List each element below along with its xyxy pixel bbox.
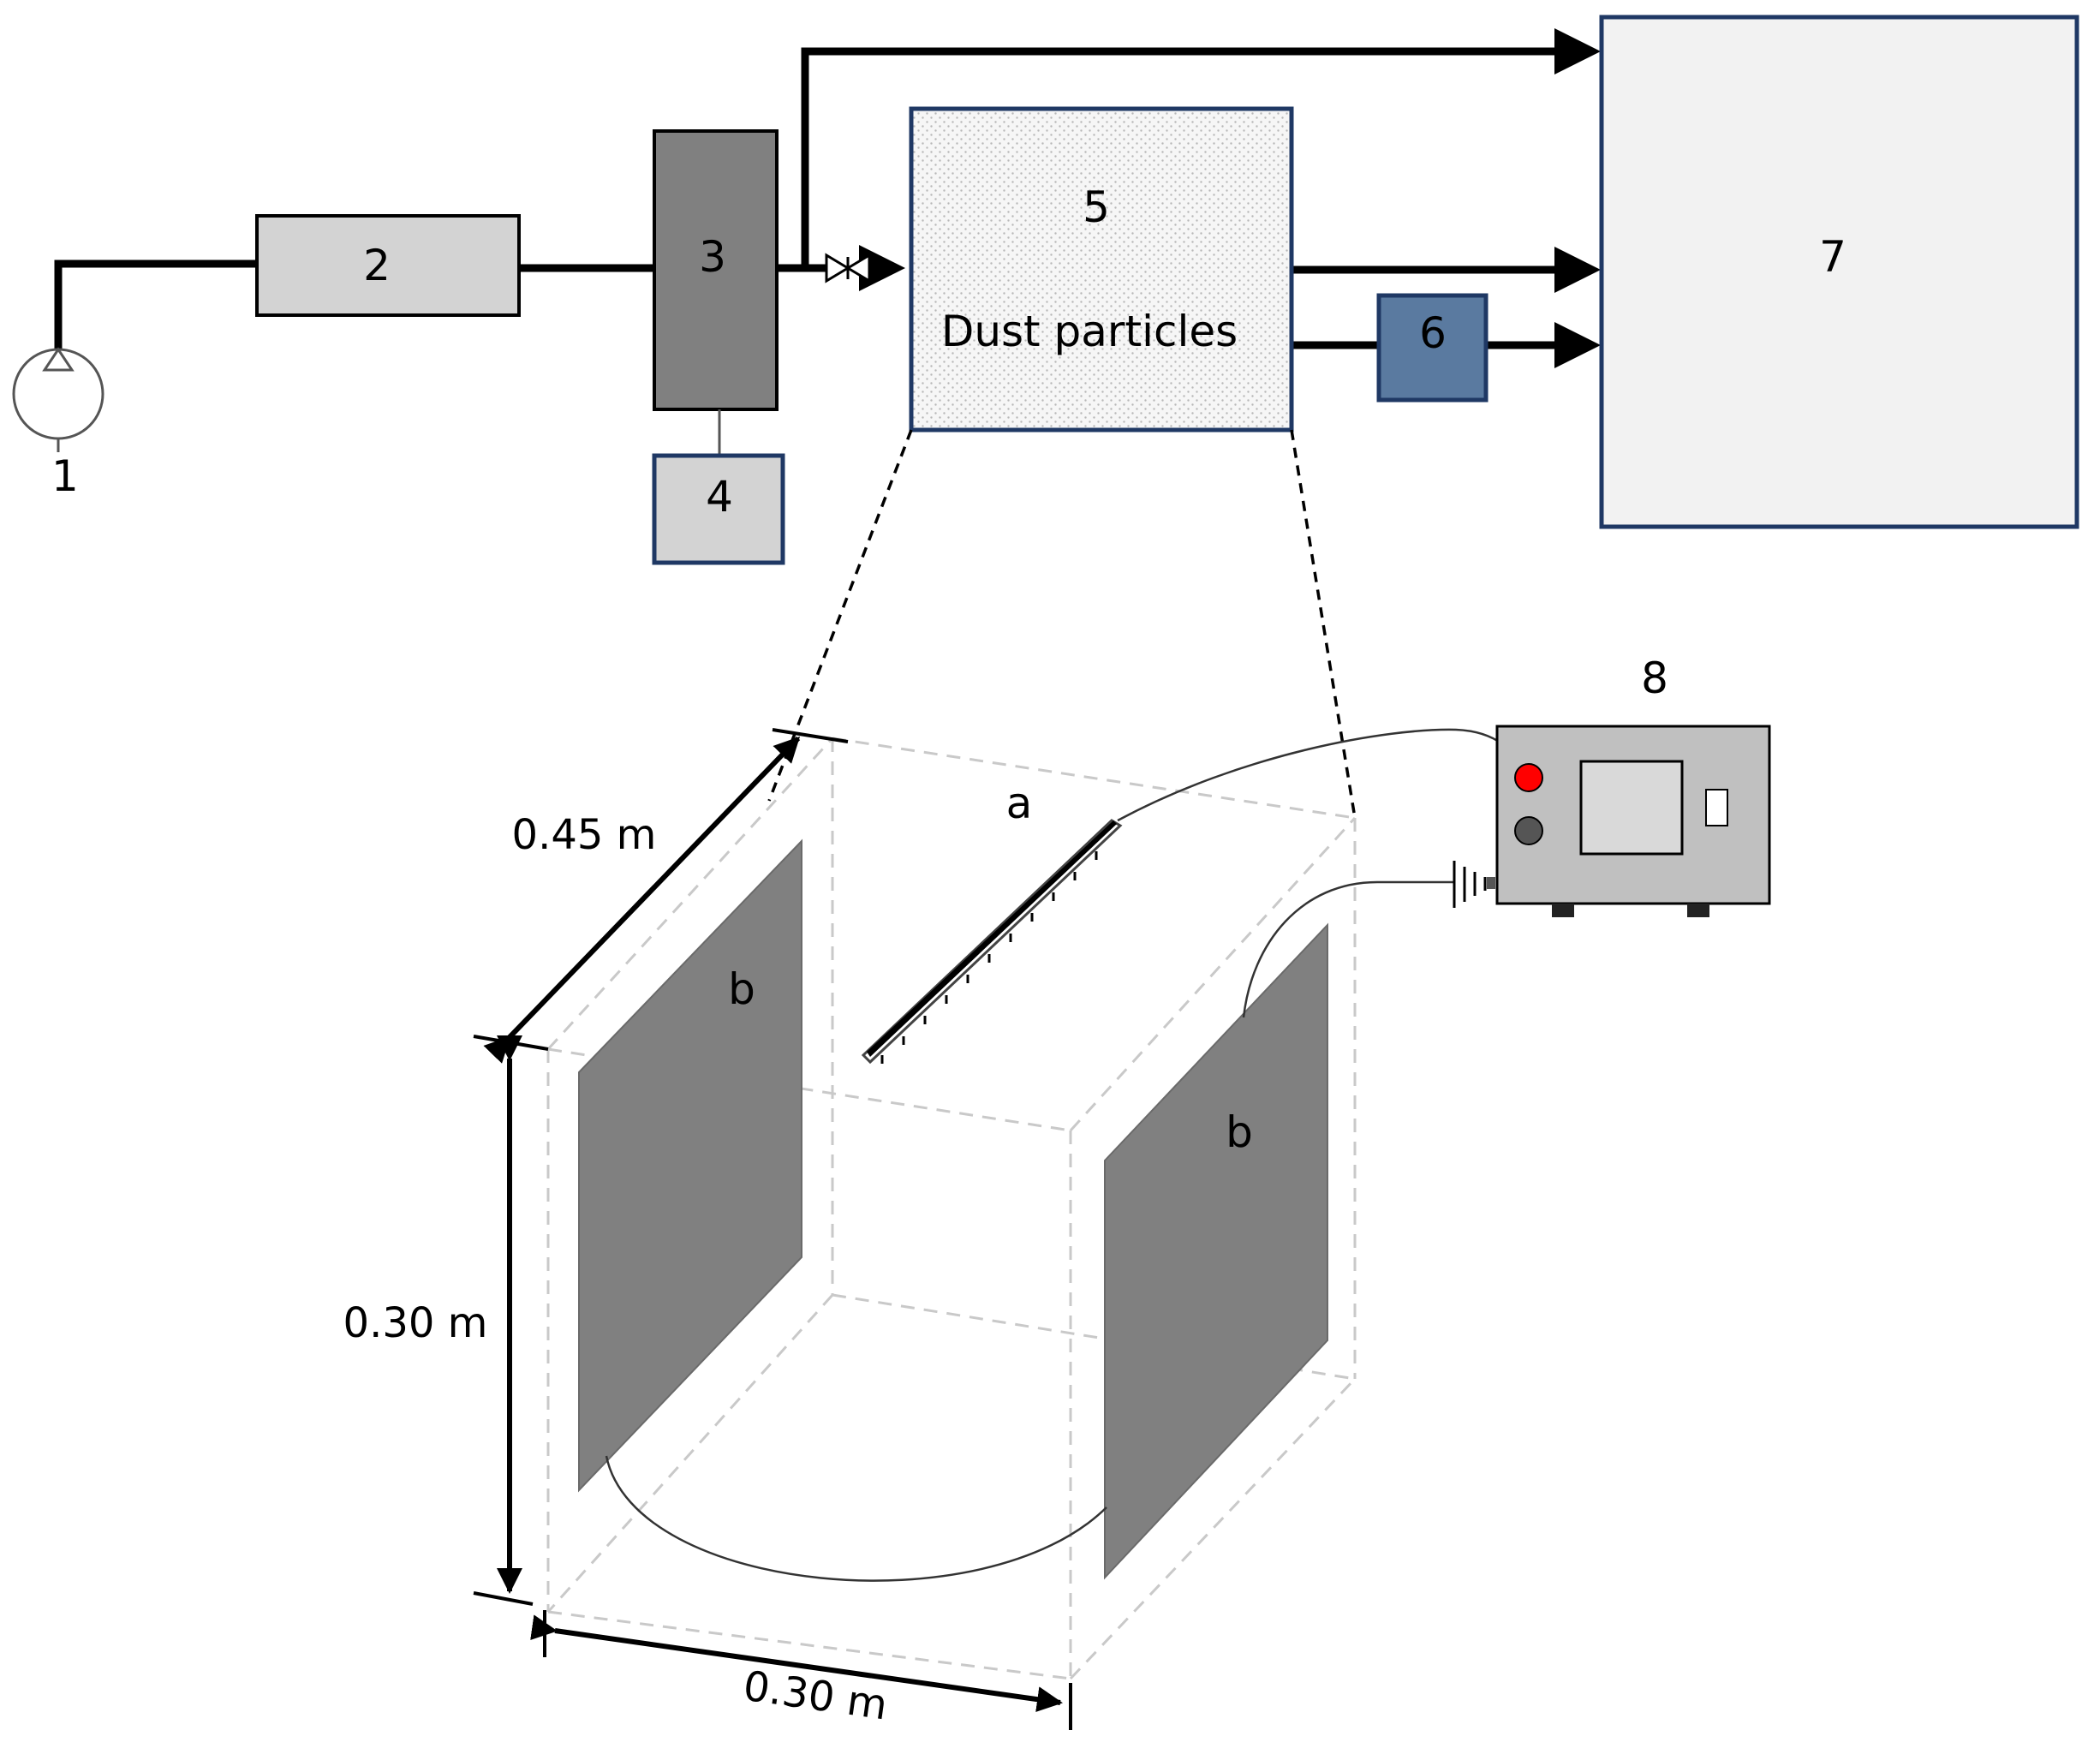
unit-4-box — [652, 453, 785, 565]
unit-7-label: 7 — [1819, 232, 1846, 282]
ground-icon — [1453, 861, 1495, 908]
discharge-electrode — [861, 819, 1123, 1065]
pipe-3-to-7-bypass — [801, 28, 1601, 268]
chamber-5-box — [909, 106, 1294, 433]
plate-left-label: b — [728, 964, 755, 1014]
wire-hv-electrode — [1117, 728, 1526, 822]
pipe-pump-to-2 — [54, 260, 257, 351]
unit-4-label: 4 — [706, 472, 733, 522]
unit-7-box — [1599, 15, 2079, 529]
pump-icon — [12, 347, 104, 452]
dimension-width — [530, 1610, 1072, 1730]
collector-plate-right — [1104, 922, 1328, 1580]
pipes — [54, 28, 1601, 368]
electrode-label: a — [1006, 779, 1033, 828]
width-label: 0.30 m — [740, 1662, 890, 1730]
pump-label: 1 — [51, 451, 79, 501]
wire-ground — [1242, 880, 1454, 1018]
power-supply-icon — [1495, 725, 1771, 917]
zoom-line-right — [1290, 429, 1357, 819]
power-supply-label: 8 — [1641, 653, 1668, 703]
unit-2-box — [255, 214, 521, 317]
unit-6-label: 6 — [1419, 308, 1447, 358]
height-label: 0.30 m — [343, 1299, 488, 1347]
wire-plate-connection — [605, 1455, 1107, 1582]
valve-icon — [825, 253, 871, 283]
unit-6-box — [1376, 293, 1488, 403]
unit-3-box — [653, 129, 779, 411]
chamber-5-label: 5 — [1083, 182, 1110, 232]
unit-3-label: 3 — [699, 232, 726, 282]
depth-label: 0.45 m — [512, 811, 657, 859]
collector-plate-left — [578, 838, 802, 1493]
dimension-height — [473, 1035, 534, 1606]
plate-right-label: b — [1226, 1107, 1253, 1157]
unit-2-label: 2 — [363, 241, 391, 290]
chamber-5-text: Dust particles — [941, 307, 1238, 356]
